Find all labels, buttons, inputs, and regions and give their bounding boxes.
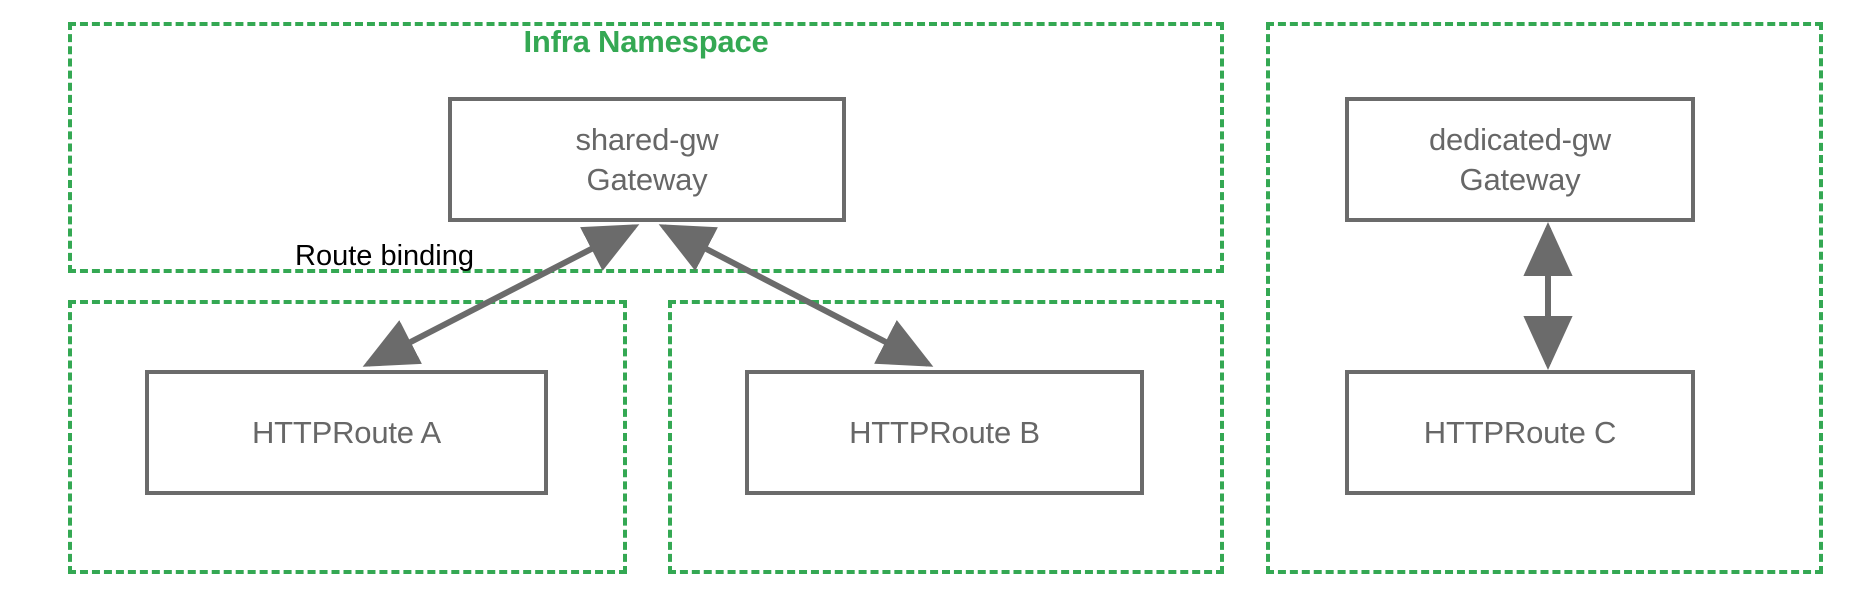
node-dedicated-gw-label: dedicated-gw Gateway bbox=[1349, 120, 1691, 199]
node-dedicated-gw-line2: Gateway bbox=[1459, 161, 1581, 197]
node-httproute-a[interactable]: HTTPRoute A bbox=[145, 370, 548, 495]
namespace-box-b bbox=[668, 300, 1224, 574]
namespace-box-infra bbox=[68, 22, 1224, 273]
namespace-box-a bbox=[68, 300, 627, 574]
node-dedicated-gw-line1: dedicated-gw bbox=[1429, 121, 1611, 157]
node-dedicated-gw-gateway[interactable]: dedicated-gw Gateway bbox=[1345, 97, 1695, 222]
namespace-title-infra: Infra Namespace bbox=[523, 24, 769, 59]
namespace-box-c bbox=[1266, 22, 1823, 574]
node-shared-gw-line2: Gateway bbox=[586, 161, 708, 197]
node-shared-gw-line1: shared-gw bbox=[575, 121, 719, 157]
node-httproute-b-label: HTTPRoute B bbox=[849, 414, 1040, 450]
node-httproute-c[interactable]: HTTPRoute C bbox=[1345, 370, 1695, 495]
node-shared-gw-gateway[interactable]: shared-gw Gateway bbox=[448, 97, 846, 222]
node-httproute-a-label: HTTPRoute A bbox=[251, 414, 442, 450]
edge-label-route-binding: Route binding bbox=[295, 240, 474, 272]
node-httproute-c-label: HTTPRoute C bbox=[1423, 414, 1617, 450]
node-shared-gw-label: shared-gw Gateway bbox=[452, 120, 842, 199]
node-httproute-b[interactable]: HTTPRoute B bbox=[745, 370, 1144, 495]
